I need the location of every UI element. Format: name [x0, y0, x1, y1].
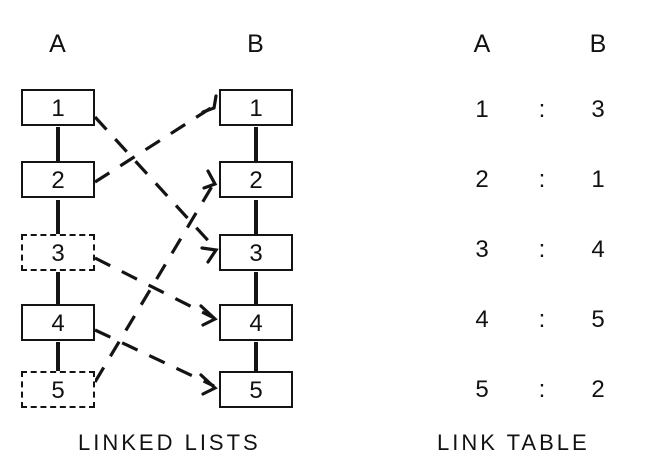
node-a-1[interactable]: 1 — [21, 89, 95, 126]
node-b-2[interactable]: 2 — [219, 161, 293, 198]
node-a-3-label: 3 — [51, 240, 65, 267]
caption-link-table: LINK TABLE — [437, 430, 590, 455]
table-row-1-a: 1 — [475, 96, 489, 123]
column-header-a-list: A — [49, 30, 67, 58]
node-b-1-label: 1 — [249, 95, 263, 122]
cross-link-a5-b2 — [93, 182, 216, 383]
table-row-2-separator: : — [538, 166, 546, 193]
node-a-1-label: 1 — [51, 95, 65, 122]
table-header-a: A — [473, 30, 491, 58]
cross-link-a3-b4 — [94, 256, 215, 320]
table-row-3-b: 4 — [591, 236, 605, 263]
table-row-2-b: 1 — [591, 166, 605, 193]
table-row-3-a: 3 — [475, 236, 489, 263]
node-b-4[interactable]: 4 — [219, 304, 293, 341]
cross-link-a4-b5 — [94, 328, 215, 388]
arrowhead-b4 — [199, 304, 218, 327]
node-b-5-label: 5 — [249, 377, 263, 404]
node-a-4[interactable]: 4 — [21, 304, 95, 341]
table-row-4-separator: : — [538, 306, 546, 333]
node-b-4-label: 4 — [249, 310, 263, 337]
arrowhead-b2 — [202, 169, 218, 190]
cross-link-a2-b1 — [94, 104, 215, 184]
arrowhead-b5 — [199, 373, 218, 396]
table-row-5-separator: : — [538, 376, 546, 403]
caption-linked-lists: LINKED LISTS — [78, 430, 261, 455]
table-row-5-b: 2 — [591, 376, 605, 403]
node-a-2-label: 2 — [51, 167, 65, 194]
table-row-1-separator: : — [538, 96, 546, 123]
node-b-3-label: 3 — [249, 240, 263, 267]
node-a-4-label: 4 — [51, 310, 65, 337]
cross-link-a1-b3 — [93, 115, 216, 249]
node-b-5[interactable]: 5 — [219, 371, 293, 408]
table-row-5-a: 5 — [475, 376, 489, 403]
column-header-b-list: B — [247, 30, 265, 58]
table-header-b: B — [589, 30, 607, 58]
table-row-3-separator: : — [538, 236, 546, 263]
node-b-1[interactable]: 1 — [219, 89, 293, 126]
table-row-2-a: 2 — [475, 166, 489, 193]
arrowhead-b3 — [200, 246, 219, 264]
arrowheads — [199, 94, 219, 396]
table-row-4-a: 4 — [475, 306, 489, 333]
node-a-5-label: 5 — [51, 377, 65, 404]
node-b-2-label: 2 — [249, 167, 263, 194]
arrowhead-b1 — [201, 94, 218, 114]
cross-links — [93, 104, 216, 388]
node-a-5[interactable]: 5 — [21, 371, 95, 408]
node-b-3[interactable]: 3 — [219, 234, 293, 271]
node-a-3[interactable]: 3 — [21, 234, 95, 271]
node-a-2[interactable]: 2 — [21, 161, 95, 198]
table-row-1-b: 3 — [591, 96, 605, 123]
table-row-4-b: 5 — [591, 306, 605, 333]
